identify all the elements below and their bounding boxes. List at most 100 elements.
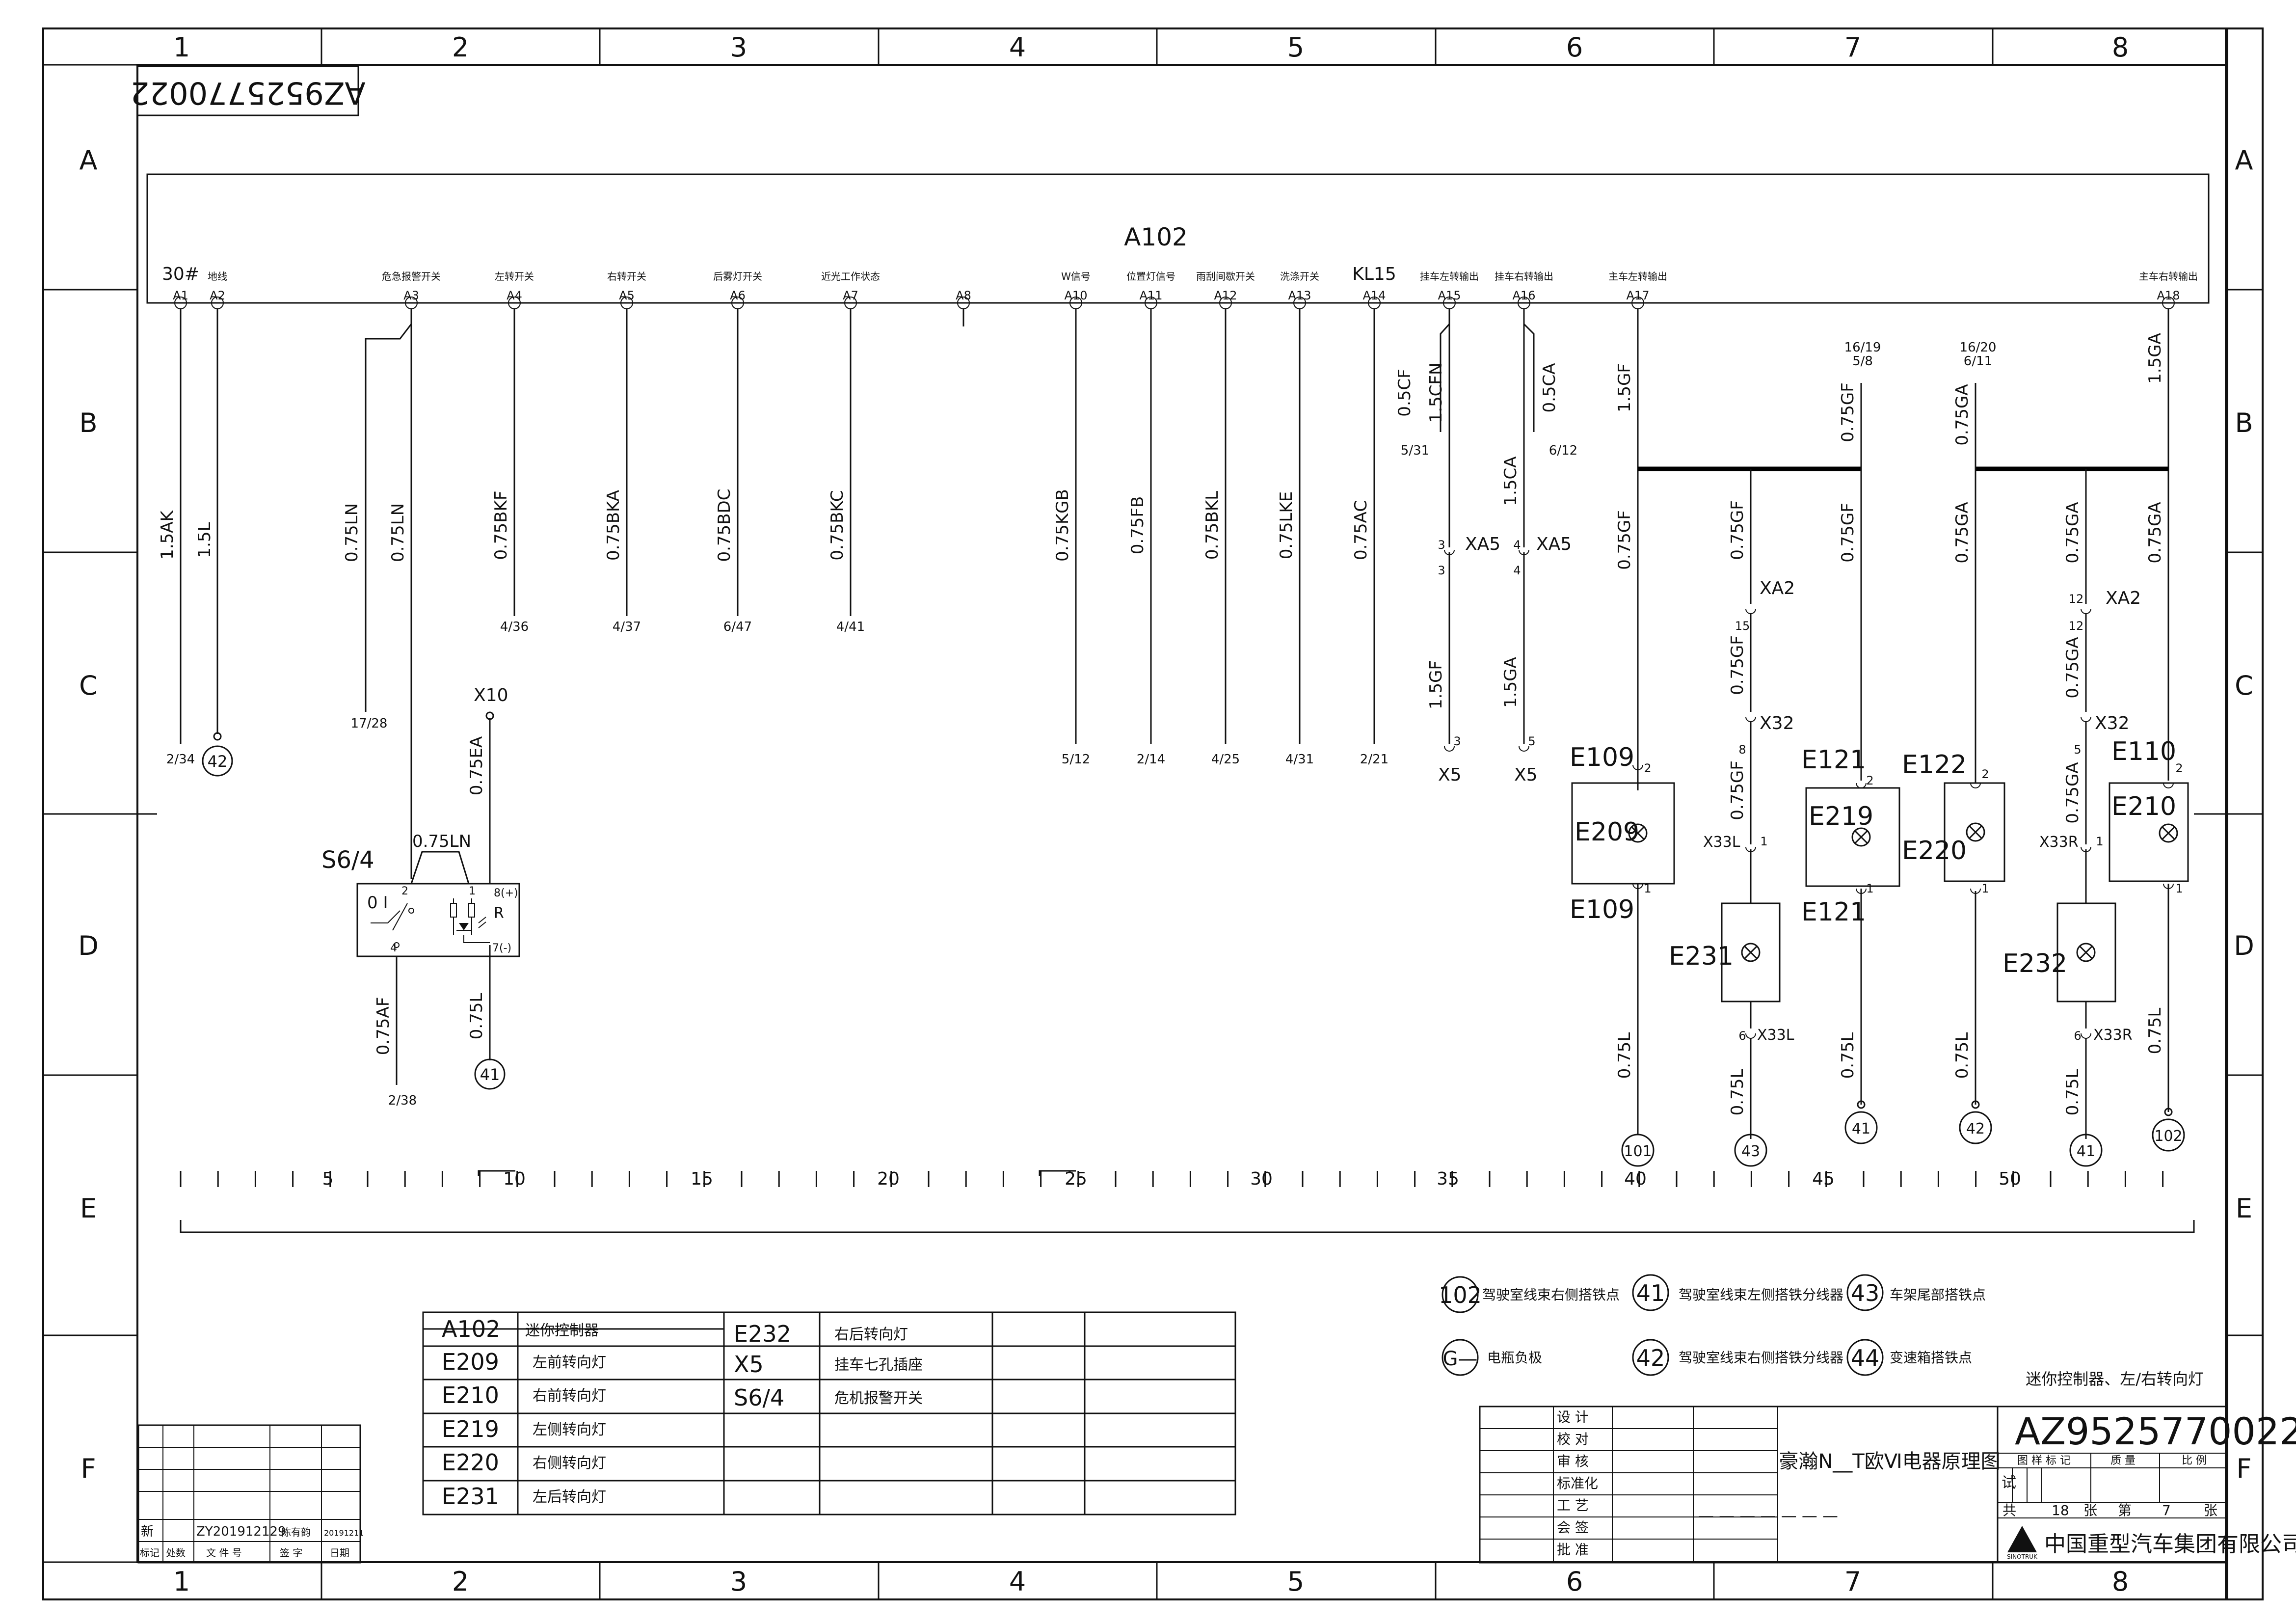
lamp-e209: E109 E209 E109	[1570, 743, 1675, 924]
x32-left: X32	[1760, 713, 1794, 733]
row-d: D	[78, 930, 99, 961]
pin-label-a15: 挂车左转输出	[1420, 271, 1479, 282]
titleblock-dashes: — — — — — — —	[1698, 1506, 1838, 1525]
pin-label-a1: 30#	[162, 264, 199, 284]
pin-socket-a14	[1368, 297, 1381, 309]
s6-oi: 0 I	[367, 893, 388, 913]
wire-label-a3b: 0.75LN	[388, 503, 408, 562]
svg-text:44: 44	[1851, 1345, 1880, 1371]
svg-text:6: 6	[2074, 1029, 2081, 1043]
sheet-title: 迷你控制器、左/右转向灯	[2026, 1370, 2204, 1388]
col-4-bottom: 4	[1009, 1566, 1026, 1597]
col-2-bottom: 2	[452, 1566, 469, 1597]
lamps: E109 E209 E109 E121 E219 E121 E122 E220 …	[1570, 737, 2189, 1002]
lamp-e232: E232	[2002, 902, 2116, 1002]
svg-text:45: 45	[1812, 1169, 1835, 1189]
ref-gf: 16/19	[1844, 340, 1881, 355]
svg-text:X5: X5	[734, 1351, 764, 1378]
rev-date: 20191211	[324, 1528, 364, 1538]
svg-text:3: 3	[1453, 734, 1461, 748]
wire-label-a10: 0.75KGB	[1053, 489, 1072, 562]
pin-label-a7: 近光工作状态	[821, 271, 880, 282]
rev-signer: 陈有韵	[281, 1526, 311, 1538]
row-b-right: B	[2235, 407, 2253, 438]
wire-label-l1: 0.75L	[1615, 1032, 1634, 1079]
svg-text:2: 2	[2175, 761, 2183, 775]
pin-label-a14: KL15	[1352, 264, 1396, 284]
svg-text:4: 4	[1513, 538, 1521, 552]
col-5: 5	[1287, 32, 1304, 63]
ground-legend: 102 驾驶室线束右侧搭铁点 41 驾驶室线束左侧搭铁分线器 43 车架尾部搭铁…	[1439, 1274, 1986, 1376]
ground-41-e232: 41	[2077, 1143, 2095, 1160]
ref-a11: 2/14	[1137, 752, 1165, 767]
svg-text:1: 1	[2096, 835, 2103, 848]
pin-socket-a3	[405, 297, 418, 309]
wire-label-a13: 0.75LKE	[1277, 491, 1296, 559]
svg-text:1: 1	[1644, 882, 1651, 895]
svg-text:张: 张	[2083, 1502, 2097, 1518]
lamp-e210: E110 E210	[2109, 737, 2189, 882]
svg-text:12: 12	[2069, 592, 2084, 606]
ground-43: 43	[1741, 1143, 1760, 1160]
col-8: 8	[2112, 32, 2129, 63]
wire-label-s6af: 0.75AF	[374, 997, 393, 1056]
wire-label-ga2: 0.75GA	[1952, 502, 1972, 563]
svg-text:SINOTRUK: SINOTRUK	[2007, 1553, 2038, 1560]
svg-text:工 艺: 工 艺	[1557, 1497, 1589, 1514]
rev-mark: 新	[141, 1524, 154, 1539]
row-a-right: A	[2235, 145, 2253, 176]
pin-label-a6: 后雾灯开关	[713, 271, 762, 282]
pin-label-a18: 主车右转输出	[2139, 271, 2198, 282]
pin-socket-a15	[1443, 297, 1456, 309]
x10-label: X10	[474, 685, 508, 705]
wire-label-a16a: 1.5CA	[1501, 456, 1521, 506]
wire-label-a6: 0.75BDC	[715, 489, 734, 562]
svg-text:E209: E209	[442, 1349, 499, 1375]
svg-text:标准化: 标准化	[1557, 1475, 1598, 1491]
svg-text:1: 1	[1866, 882, 1873, 895]
ruler: 5 10 15 20 25 30 35 40 45 50	[180, 1169, 2195, 1233]
svg-text:校 对: 校 对	[1557, 1431, 1589, 1447]
svg-text:驾驶室线束右侧搭铁分线器: 驾驶室线束右侧搭铁分线器	[1679, 1350, 1843, 1366]
row-f: F	[80, 1453, 96, 1484]
pin-id-a16: A16	[1513, 289, 1536, 302]
pin-id-a2: A2	[210, 289, 225, 302]
pin-id-a14: A14	[1363, 289, 1386, 302]
x33l-upper: X33L	[1703, 834, 1740, 851]
connector-pin-numbers: 3 3 4 4 3 5 15 8 12 12 5 1 1 6 6 2 1 2 1…	[1438, 538, 2183, 1043]
pin-id-a8: A8	[956, 289, 971, 302]
wire-label-s6: 0.75LN	[412, 832, 471, 851]
svg-text:驾驶室线束左侧搭铁分线器: 驾驶室线束左侧搭铁分线器	[1679, 1287, 1843, 1303]
ref-ga2: 6/11	[1964, 354, 1992, 369]
svg-text:1: 1	[2175, 882, 2183, 895]
wire-label-gf3: 0.75GF	[1838, 382, 1858, 442]
row-d-right: D	[2234, 930, 2254, 961]
svg-text:5: 5	[1528, 734, 1535, 748]
col-7: 7	[1844, 32, 1861, 63]
wire-label-a16b: 0.5CA	[1540, 363, 1559, 412]
component-legend: A102 E209 E210 E219 E220 E231 E232 X5 S6…	[422, 1311, 1236, 1516]
wire-label-a15a: 0.5CF	[1395, 369, 1415, 416]
wire-label-l5: 0.75L	[2063, 1069, 2082, 1116]
controller-pins: A130#A2地线A3危急报警开关A4左转开关A5右转开关A6后雾灯开关A7近光…	[162, 264, 2198, 309]
svg-text:2: 2	[1644, 761, 1651, 775]
svg-text:20: 20	[877, 1169, 900, 1189]
ref-a5: 4/37	[613, 620, 641, 634]
wire-label-a3a: 0.75LN	[342, 503, 362, 562]
e232-label: E232	[2002, 949, 2067, 978]
hazard-switch-s6-4: 0 I 2 1 8(+) R 4 7(-)	[356, 883, 520, 957]
pin-socket-a18	[2162, 297, 2175, 309]
svg-text:日期: 日期	[330, 1547, 349, 1559]
pin-socket-a4	[508, 297, 521, 309]
svg-text:左前转向灯: 左前转向灯	[533, 1354, 606, 1371]
col-1: 1	[173, 32, 190, 63]
pin-id-a18: A18	[2157, 289, 2180, 302]
ref-a15: 5/31	[1401, 443, 1429, 458]
ref-ga: 16/20	[1960, 340, 1997, 355]
pin-socket-a7	[844, 297, 857, 309]
pin-id-a17: A17	[1627, 289, 1650, 302]
row-e-right: E	[2236, 1193, 2252, 1224]
svg-text:42: 42	[1636, 1345, 1665, 1371]
svg-text:E219: E219	[442, 1416, 499, 1442]
pin-socket-a16	[1518, 297, 1530, 309]
